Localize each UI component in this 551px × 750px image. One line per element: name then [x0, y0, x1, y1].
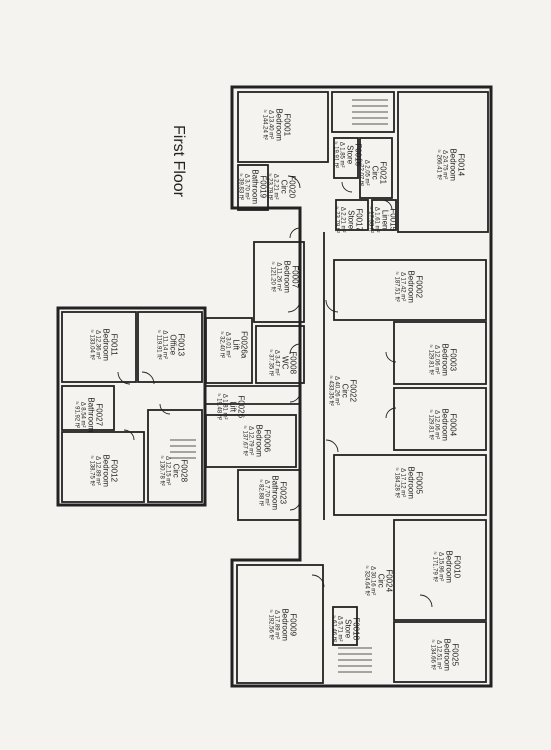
door-swing	[289, 391, 301, 403]
exterior-wall-wing	[56, 306, 207, 507]
door-swing	[385, 407, 397, 419]
floor-title: First Floor	[170, 125, 187, 197]
door-swing	[159, 403, 171, 415]
door-swing	[325, 439, 339, 453]
door-swing	[287, 299, 301, 313]
room-outline	[393, 387, 487, 451]
room-outline	[205, 317, 253, 384]
room-outline	[237, 91, 329, 163]
door-swing	[117, 371, 131, 385]
room-outline	[205, 414, 297, 468]
exterior-wall	[230, 85, 493, 688]
room-outline	[393, 321, 487, 385]
door-swing	[325, 299, 339, 313]
room-outline	[333, 137, 359, 179]
door-swing	[123, 429, 135, 441]
door-swing	[289, 499, 301, 511]
room-outline	[393, 519, 487, 621]
room-outline	[137, 311, 203, 383]
room-outline	[253, 241, 305, 323]
room-outline	[332, 606, 358, 646]
door-swing	[289, 227, 301, 239]
door-swing	[289, 343, 301, 355]
room-outline	[333, 259, 487, 321]
room-outline	[331, 91, 395, 133]
door-swing	[141, 371, 155, 385]
door-swing	[311, 574, 325, 588]
room-outline	[255, 325, 305, 384]
room-outline	[61, 431, 145, 503]
room-outline	[359, 137, 393, 199]
room-outline	[333, 454, 487, 516]
room-outline	[147, 409, 203, 503]
room-outline	[61, 385, 115, 431]
door-swing	[419, 594, 433, 608]
door-swing	[341, 181, 353, 193]
room-outline	[397, 91, 489, 233]
room-outline	[61, 311, 137, 383]
room-outline	[237, 469, 301, 521]
room-outline	[393, 621, 487, 683]
door-swing	[385, 351, 397, 363]
door-swing	[287, 175, 301, 189]
room-outline	[335, 199, 369, 231]
door-swing	[381, 199, 393, 211]
room-outline	[236, 564, 324, 684]
room-outline	[237, 164, 269, 211]
